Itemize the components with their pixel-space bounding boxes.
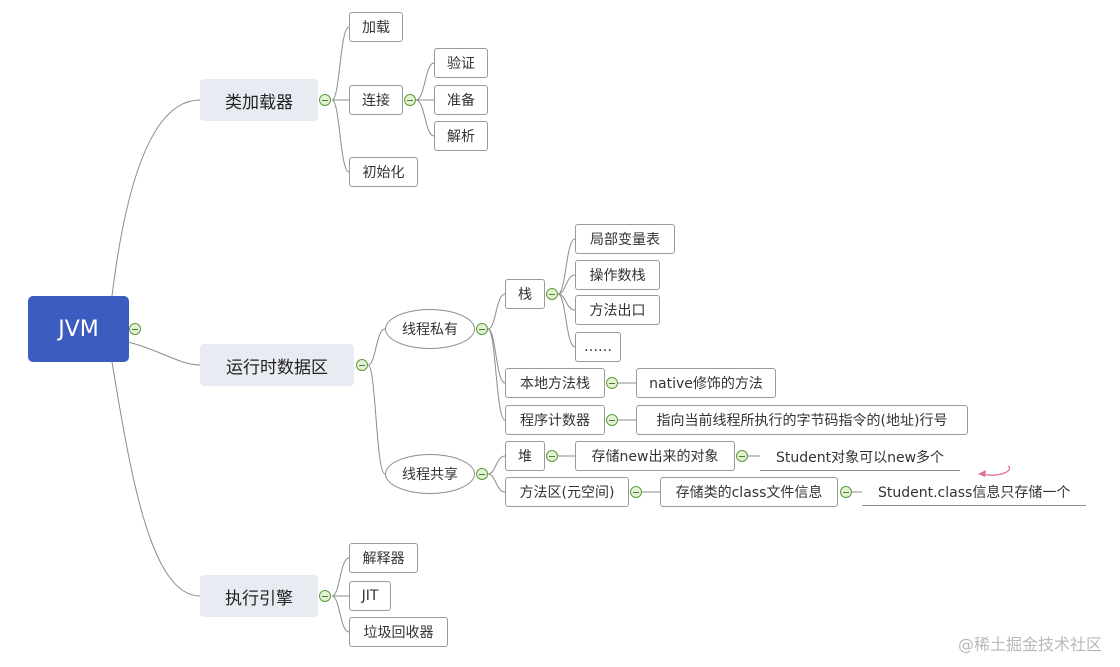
- node-runtime-data-area[interactable]: 运行时数据区: [200, 344, 354, 386]
- node-prepare[interactable]: 准备: [434, 85, 488, 115]
- connector: [331, 26, 350, 101]
- root-node-jvm[interactable]: JVM: [28, 296, 129, 362]
- collapse-toggle-icon[interactable]: [356, 359, 368, 371]
- connector: [487, 455, 506, 475]
- collapse-toggle-icon[interactable]: [129, 323, 141, 335]
- collapse-toggle-icon[interactable]: [840, 486, 852, 498]
- connector: [415, 62, 435, 101]
- node-heap-detail[interactable]: Student对象可以new多个: [760, 443, 960, 471]
- node-method-area-note[interactable]: 存储类的class文件信息: [660, 477, 838, 507]
- collapse-toggle-icon[interactable]: [606, 377, 618, 389]
- connector: [111, 361, 201, 597]
- connector: [487, 293, 506, 330]
- node-heap-note[interactable]: 存储new出来的对象: [575, 441, 735, 471]
- node-class-loader[interactable]: 类加载器: [200, 79, 318, 121]
- node-ellipsis[interactable]: ……: [575, 332, 621, 362]
- collapse-toggle-icon[interactable]: [476, 468, 488, 480]
- node-interpreter[interactable]: 解释器: [349, 543, 418, 573]
- connector: [367, 328, 386, 366]
- node-thread-shared[interactable]: 线程共享: [385, 454, 475, 494]
- connector: [557, 274, 576, 295]
- watermark: @稀土掘金技术社区: [957, 635, 1102, 654]
- node-method-area-detail[interactable]: Student.class信息只存储一个: [862, 478, 1086, 506]
- node-verify[interactable]: 验证: [434, 48, 488, 78]
- node-resolve[interactable]: 解析: [434, 121, 488, 151]
- connector: [487, 328, 506, 421]
- connector: [367, 364, 386, 475]
- collapse-toggle-icon[interactable]: [606, 414, 618, 426]
- collapse-toggle-icon[interactable]: [546, 288, 558, 300]
- node-stack[interactable]: 栈: [505, 279, 545, 309]
- node-thread-private[interactable]: 线程私有: [385, 309, 475, 349]
- connector: [557, 238, 576, 295]
- connector: [557, 293, 576, 348]
- node-local-variable-table[interactable]: 局部变量表: [575, 224, 675, 254]
- node-pc-note[interactable]: 指向当前线程所执行的字节码指令的(地址)行号: [636, 405, 968, 435]
- collapse-toggle-icon[interactable]: [736, 450, 748, 462]
- collapse-toggle-icon[interactable]: [404, 94, 416, 106]
- node-operand-stack[interactable]: 操作数栈: [575, 260, 660, 290]
- node-native-note[interactable]: native修饰的方法: [636, 368, 776, 398]
- node-garbage-collector[interactable]: 垃圾回收器: [349, 617, 448, 647]
- collapse-toggle-icon[interactable]: [319, 94, 331, 106]
- node-native-method-stack[interactable]: 本地方法栈: [505, 368, 605, 398]
- collapse-toggle-icon[interactable]: [546, 450, 558, 462]
- connector: [331, 99, 350, 173]
- relationship-arrowhead: [978, 470, 986, 477]
- connector: [331, 557, 350, 597]
- node-load[interactable]: 加载: [349, 12, 403, 42]
- collapse-toggle-icon[interactable]: [630, 486, 642, 498]
- collapse-toggle-icon[interactable]: [319, 590, 331, 602]
- connector: [127, 341, 201, 366]
- node-execution-engine[interactable]: 执行引擎: [200, 575, 318, 617]
- node-initialize[interactable]: 初始化: [349, 157, 418, 187]
- collapse-toggle-icon[interactable]: [476, 323, 488, 335]
- node-program-counter[interactable]: 程序计数器: [505, 405, 605, 435]
- connector: [331, 595, 350, 633]
- node-jit[interactable]: JIT: [349, 581, 391, 611]
- connector: [111, 99, 201, 297]
- node-method-exit[interactable]: 方法出口: [575, 295, 660, 325]
- connector: [415, 99, 435, 137]
- connector: [487, 473, 506, 493]
- node-heap[interactable]: 堆: [505, 441, 545, 471]
- node-link[interactable]: 连接: [349, 85, 403, 115]
- node-method-area[interactable]: 方法区(元空间): [505, 477, 629, 507]
